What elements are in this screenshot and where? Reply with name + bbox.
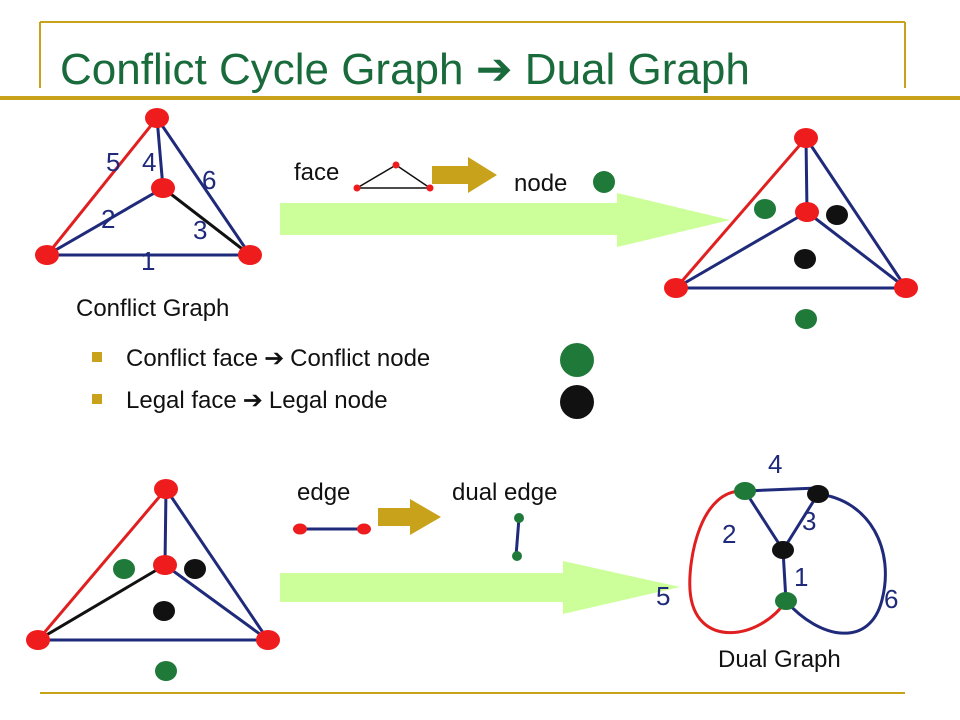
edge-label-5: 5 [106, 147, 120, 177]
edge-to-dual-edge-legend: edge dual edge [293, 479, 557, 561]
conflict-node [514, 513, 524, 523]
legal-node [153, 601, 175, 621]
vertex [357, 523, 371, 535]
vertex [151, 178, 175, 198]
conflict-graph-caption: Conflict Graph [76, 295, 229, 322]
dual-edge-3 [781, 493, 820, 551]
conflict-node-marker [593, 171, 615, 193]
dual-graph: 1 2 3 4 5 6 [656, 449, 898, 635]
graph-with-nodes [664, 128, 918, 329]
small-arrow [378, 499, 441, 535]
bullet-conflict: Conflict face➔Conflict node [126, 345, 430, 372]
node-label: node [514, 170, 567, 197]
bullet-to: Legal node [269, 387, 388, 414]
edge-5 [45, 117, 159, 256]
dual-edge-2 [743, 490, 785, 551]
conflict-node [734, 482, 756, 500]
conflict-node [775, 592, 797, 610]
legal-node [794, 249, 816, 269]
dual-edge-label-3: 3 [802, 506, 816, 536]
legal-node-marker [560, 385, 594, 419]
conflict-node [795, 309, 817, 329]
small-arrow [432, 157, 497, 193]
legal-edge [164, 488, 270, 641]
edge-label-6: 6 [202, 165, 216, 195]
edge-label-2: 2 [101, 204, 115, 234]
dual-edge-4 [744, 486, 819, 493]
edge-label-1: 1 [141, 246, 155, 276]
vertex [26, 630, 50, 650]
dual-edge-label-5: 5 [656, 581, 670, 611]
dual-edge-label-6: 6 [884, 584, 898, 614]
legal-edge [804, 137, 809, 213]
slide-title: Conflict Cycle Graph ➔ Dual Graph [60, 45, 750, 94]
vertex [145, 108, 169, 128]
bullet-marker [92, 352, 102, 362]
bullet-legal: Legal face➔Legal node [126, 387, 388, 414]
face-triangle [354, 164, 433, 189]
edge-6 [155, 117, 252, 256]
vertex [664, 278, 688, 298]
vertex [256, 630, 280, 650]
bullet-to: Conflict node [290, 345, 430, 372]
conflict-node [155, 661, 177, 681]
face-to-node-legend: face node [294, 157, 615, 197]
face-label: face [294, 159, 339, 186]
conflict-graph: 1 2 3 4 5 6 [35, 108, 262, 276]
vertex [153, 555, 177, 575]
dual-edge-label-4: 4 [768, 449, 782, 479]
dual-edge-label: dual edge [452, 479, 557, 506]
arrow-glyph: ➔ [264, 345, 284, 372]
edge-label-4: 4 [142, 147, 156, 177]
title-frame [0, 21, 960, 694]
dual-edge-6 [784, 492, 887, 635]
legal-node [184, 559, 206, 579]
big-arrow [280, 193, 730, 247]
arrow-glyph: ➔ [243, 387, 263, 414]
vertex [353, 184, 361, 192]
graph-with-nodes-bottom [26, 479, 280, 681]
edge-4 [155, 117, 165, 189]
vertex [293, 523, 307, 535]
vertex [794, 128, 818, 148]
legal-edge [164, 563, 269, 642]
edge-3 [162, 186, 251, 257]
conflict-node [754, 199, 776, 219]
legal-edge [675, 210, 808, 290]
dual-edge-label-1: 1 [794, 562, 808, 592]
legal-edge [804, 137, 908, 289]
edge-label: edge [297, 479, 350, 506]
conflict-node [113, 559, 135, 579]
conflict-edge [36, 488, 168, 641]
edge-label-3: 3 [193, 215, 207, 245]
sample-dual-edge [514, 517, 521, 557]
legal-edge [37, 563, 166, 642]
bullet-list: Conflict face➔Conflict node Legal face➔L… [92, 343, 594, 419]
vertex [35, 245, 59, 265]
dual-graph-caption: Dual Graph [718, 646, 841, 673]
conflict-node-marker [560, 343, 594, 377]
conflict-node [512, 551, 522, 561]
legal-edge [806, 210, 907, 290]
vertex [154, 479, 178, 499]
dual-edge-5 [688, 489, 788, 635]
vertex [392, 161, 400, 169]
bullet-from: Legal face [126, 387, 237, 414]
vertex [238, 245, 262, 265]
bullet-marker [92, 394, 102, 404]
vertex [426, 184, 434, 192]
vertex [795, 202, 819, 222]
dual-edge-label-2: 2 [722, 519, 736, 549]
bullet-from: Conflict face [126, 345, 258, 372]
vertex [894, 278, 918, 298]
legal-edge [163, 488, 168, 566]
legal-node [807, 485, 829, 503]
big-arrow [280, 561, 680, 614]
conflict-edge [674, 137, 808, 289]
edge-2 [46, 186, 164, 257]
legal-node [826, 205, 848, 225]
legal-node [772, 541, 794, 559]
